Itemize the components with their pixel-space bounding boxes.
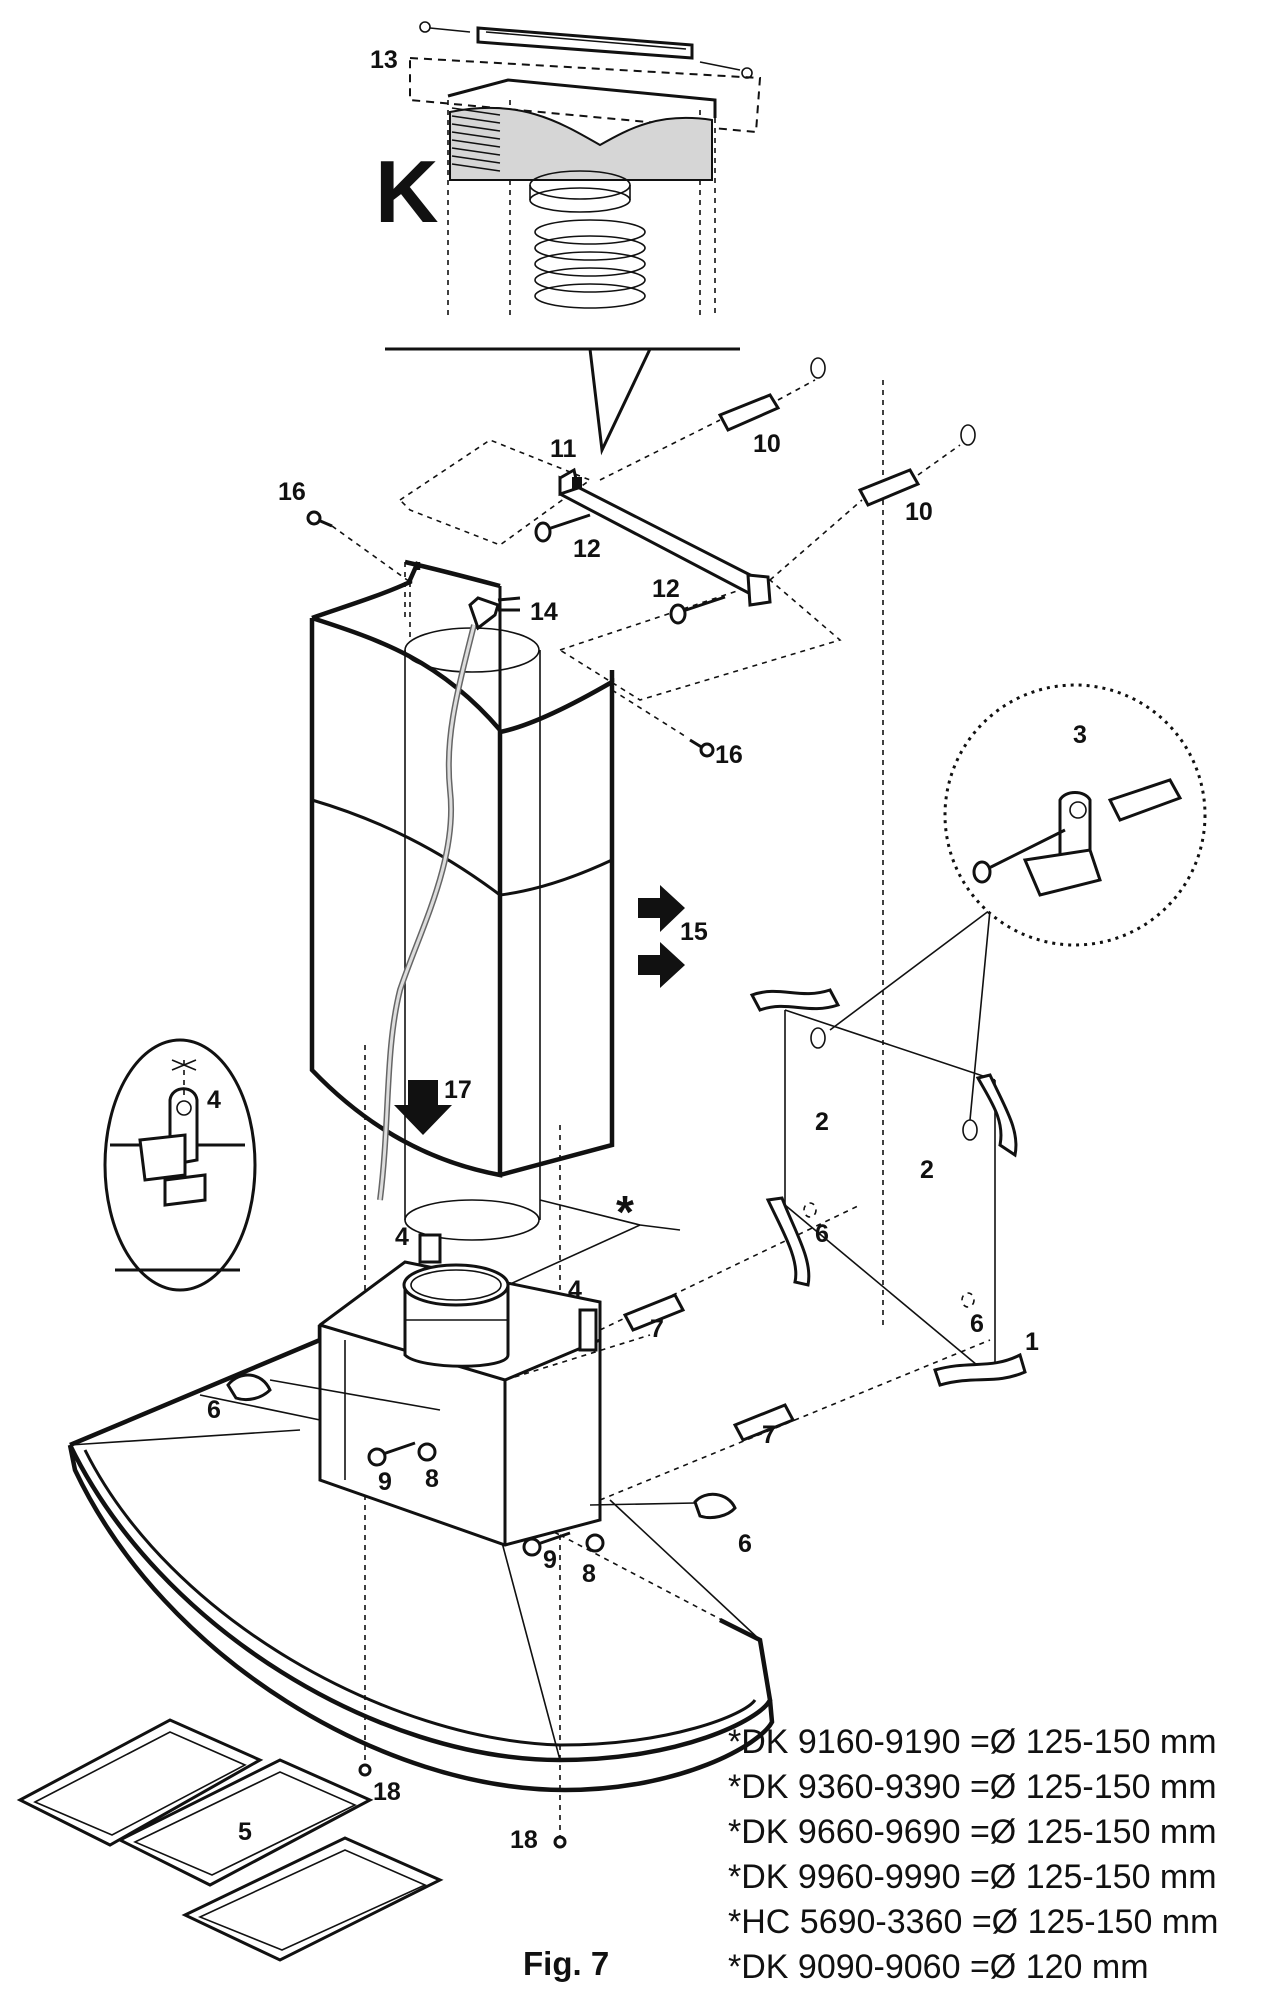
callout-13: 13 — [370, 46, 398, 74]
callout-15: 15 — [680, 918, 708, 946]
callout-8-right: 8 — [582, 1560, 596, 1588]
callout-6-hood-right: 6 — [738, 1530, 752, 1558]
detail-4-tab — [103, 1038, 257, 1292]
callout-11: 11 — [550, 435, 577, 463]
wall-reference-lines — [784, 380, 996, 1381]
callout-6-wall-right: 6 — [970, 1310, 984, 1338]
spec-line-2: *DK 9360-9390 =Ø 125-150 mm — [728, 1768, 1217, 1806]
wall-fixings — [622, 909, 1027, 1442]
callout-12-lower: 12 — [652, 575, 680, 603]
callout-2-right: 2 — [920, 1156, 934, 1184]
callout-6-wall-left: 6 — [815, 1220, 829, 1248]
grease-filters — [16, 1718, 567, 1962]
callout-7-upper: 7 — [650, 1315, 664, 1343]
callout-14: 14 — [530, 598, 558, 626]
callout-9-right: 9 — [543, 1546, 557, 1574]
spec-line-1: *DK 9160-9190 =Ø 125-150 mm — [728, 1723, 1217, 1761]
spec-line-3: *DK 9660-9690 =Ø 125-150 mm — [728, 1813, 1217, 1851]
hood-body — [67, 1199, 991, 1793]
callout-7-lower: 7 — [762, 1421, 776, 1449]
callout-10-lower: 10 — [905, 498, 933, 526]
spec-line-4: *DK 9960-9990 =Ø 125-150 mm — [728, 1858, 1217, 1896]
mounting-bracket — [398, 439, 842, 701]
callout-9-left: 9 — [378, 1468, 392, 1496]
callout-18-left: 18 — [373, 1778, 401, 1806]
detail-label-k: K — [375, 142, 439, 241]
spec-line-5: *HC 5690-3360 =Ø 125-150 mm — [728, 1903, 1218, 1941]
detail-k-ceiling-mount — [385, 21, 762, 456]
callout-12-upper: 12 — [573, 535, 601, 563]
callout-8-left: 8 — [425, 1465, 439, 1493]
callout-17: 17 — [444, 1076, 472, 1104]
callout-1: 1 — [1025, 1328, 1039, 1356]
callout-10-upper: 10 — [753, 430, 781, 458]
figure-caption: Fig. 7 — [523, 1945, 609, 1982]
callout-4-right: 4 — [568, 1276, 582, 1304]
callout-4-left: 4 — [395, 1223, 409, 1251]
callout-5: 5 — [238, 1818, 252, 1846]
callout-4-detail: 4 — [207, 1086, 221, 1114]
asterisk-marker: * — [616, 1186, 634, 1238]
callout-labels: K 13 11 10 10 16 16 12 12 14 15 17 3 2 2… — [207, 46, 1087, 1982]
callout-6-hood-left: 6 — [207, 1396, 221, 1424]
callout-3: 3 — [1073, 721, 1087, 749]
spec-line-6: *DK 9090-9060 =Ø 120 mm — [728, 1948, 1149, 1986]
model-diameter-list: *DK 9160-9190 =Ø 125-150 mm *DK 9360-939… — [728, 1723, 1218, 1986]
chimney-cover — [306, 510, 715, 1840]
screws-and-plugs-top — [534, 357, 976, 625]
callout-16-lower: 16 — [715, 741, 743, 769]
callout-16-upper: 16 — [278, 478, 306, 506]
callout-18-right: 18 — [510, 1826, 538, 1854]
callout-2-left: 2 — [815, 1108, 829, 1136]
detail-3-bracket — [943, 683, 1207, 947]
